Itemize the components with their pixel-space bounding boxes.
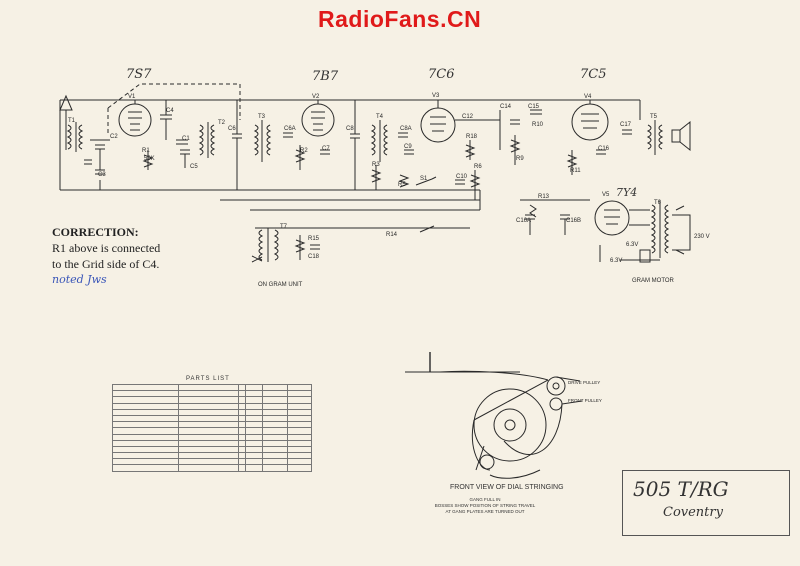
parts-list-cell <box>262 464 288 472</box>
svg-text:R3: R3 <box>372 162 380 168</box>
svg-text:C16: C16 <box>598 146 610 152</box>
svg-text:C17: C17 <box>620 122 632 128</box>
correction-line-2: to the Grid side of C4. <box>52 257 160 271</box>
tube-mark-v1: 7S7 <box>126 67 152 82</box>
svg-text:V2: V2 <box>312 94 320 100</box>
tube-mark-v4: 7C5 <box>580 67 607 82</box>
parts-list-cell <box>286 464 313 472</box>
parts-list-table-right <box>237 383 313 472</box>
model-stamp: 505 T/RG Coventry <box>622 470 790 536</box>
svg-text:C6: C6 <box>228 126 236 132</box>
svg-text:T5: T5 <box>650 114 658 120</box>
dial-note-2: BOSSES SHOW POSITION OF STRING TRAVEL <box>434 503 536 508</box>
svg-text:R6: R6 <box>474 164 482 170</box>
correction-note: CORRECTION: R1 above is connected to the… <box>52 224 160 288</box>
parts-list-cell <box>178 464 246 472</box>
dial-note-1: GANG FULL IN <box>469 497 501 502</box>
parts-list-cell <box>237 464 264 472</box>
mains-voltage-label: 230 V <box>694 234 710 240</box>
svg-text:T2: T2 <box>218 120 226 126</box>
svg-text:C5: C5 <box>190 164 198 170</box>
svg-text:C12: C12 <box>462 114 474 120</box>
watermark: RadioFans.CN <box>318 6 482 32</box>
model-name: Coventry <box>663 505 723 520</box>
svg-text:C15: C15 <box>528 104 540 110</box>
gram-motor-label: GRAM MOTOR <box>632 278 675 284</box>
svg-text:T3: T3 <box>258 114 266 120</box>
front-pulley-label: FRONT PULLEY <box>568 398 602 403</box>
svg-text:C3: C3 <box>98 172 106 178</box>
svg-text:T4: T4 <box>376 114 384 120</box>
svg-text:V4: V4 <box>584 94 592 100</box>
svg-text:V1: V1 <box>128 94 136 100</box>
tube-mark-v5: 7Y4 <box>616 186 637 199</box>
svg-text:C4: C4 <box>166 108 174 114</box>
svg-text:C16A: C16A <box>516 218 531 224</box>
dial-caption: FRONT VIEW OF DIAL STRINGING <box>450 484 564 491</box>
svg-text:C14: C14 <box>500 104 512 110</box>
dial-notes: GANG FULL IN BOSSES SHOW POSITION OF STR… <box>430 497 540 515</box>
heater-label-a: 6.3V <box>626 242 638 248</box>
svg-text:C8: C8 <box>346 126 354 132</box>
parts-list-row <box>237 464 313 472</box>
svg-text:R5: R5 <box>398 182 406 188</box>
correction-handnote: noted Jws <box>52 273 107 286</box>
svg-text:50K: 50K <box>144 156 155 162</box>
svg-text:R2: R2 <box>300 148 308 154</box>
drive-pulley-label: DRIVE PULLEY <box>568 380 600 385</box>
svg-text:C9: C9 <box>404 144 412 150</box>
tube-mark-v3: 7C6 <box>428 67 455 82</box>
model-number: 505 T/RG <box>633 477 729 501</box>
parts-list-title: PARTS LIST <box>186 376 230 382</box>
svg-text:C1: C1 <box>182 136 190 142</box>
svg-text:R15: R15 <box>308 236 320 242</box>
svg-text:V3: V3 <box>432 93 440 99</box>
correction-heading: CORRECTION: <box>52 225 139 239</box>
svg-text:C16B: C16B <box>566 218 581 224</box>
svg-text:R10: R10 <box>532 122 544 128</box>
svg-text:V5: V5 <box>602 192 610 198</box>
svg-text:R18: R18 <box>466 134 478 140</box>
svg-text:R14: R14 <box>386 232 398 238</box>
svg-text:R11: R11 <box>570 168 581 174</box>
svg-text:T1: T1 <box>68 118 76 124</box>
svg-text:C2: C2 <box>110 134 118 140</box>
svg-text:C7: C7 <box>322 146 330 152</box>
svg-text:T7: T7 <box>280 224 288 230</box>
svg-text:R9: R9 <box>516 156 524 162</box>
correction-line-1: R1 above is connected <box>52 241 161 255</box>
dial-note-3: AT GANG PLATES ARE TURNED OUT <box>445 509 525 514</box>
svg-text:R13: R13 <box>538 194 550 200</box>
gram-unit-label: ON GRAM UNIT <box>258 282 303 288</box>
heater-label-b: 6.3V <box>610 258 622 264</box>
svg-text:T6: T6 <box>654 200 662 206</box>
svg-text:C8A: C8A <box>400 126 412 132</box>
svg-text:C18: C18 <box>308 254 320 260</box>
svg-text:C10: C10 <box>456 174 468 180</box>
parts-list-cell <box>111 464 180 472</box>
tube-mark-v2: 7B7 <box>312 69 339 84</box>
svg-text:S1: S1 <box>420 176 428 182</box>
svg-text:C6A: C6A <box>284 126 296 132</box>
svg-text:R1: R1 <box>142 148 150 154</box>
